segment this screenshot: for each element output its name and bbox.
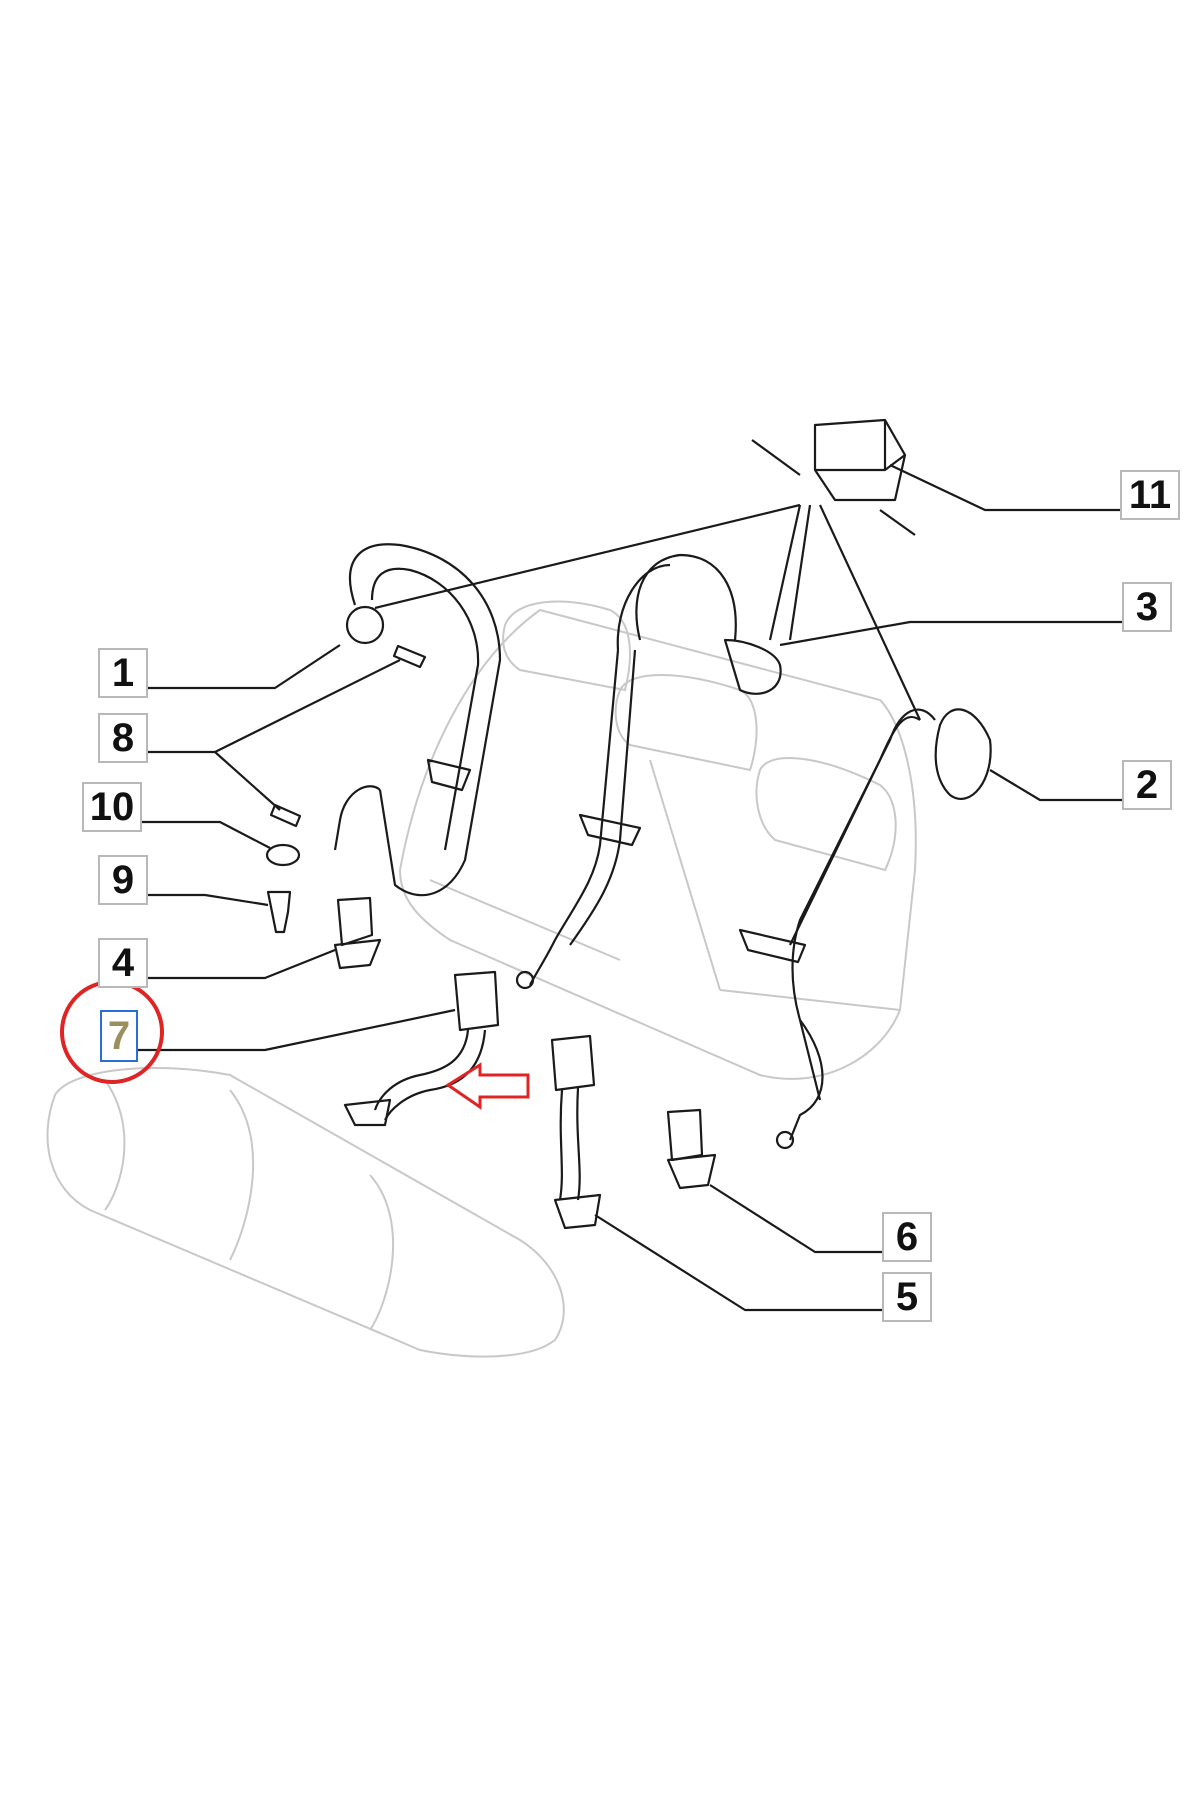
leader-6 (709, 1184, 885, 1254)
leader-1 (135, 644, 341, 690)
callout-1: 1 (98, 648, 148, 698)
callout-5: 5 (882, 1272, 932, 1322)
callout-10: 10 (82, 782, 142, 832)
leader-9 (130, 893, 269, 907)
callout-4: 4 (98, 938, 148, 988)
leader-11 (889, 464, 1125, 512)
callout-8: 8 (98, 713, 148, 763)
parts-linework (130, 418, 1125, 1312)
leader-4 (135, 948, 336, 980)
seat-cushion-sketch (46, 1067, 565, 1358)
callout-9: 9 (98, 855, 148, 905)
callout-11: 11 (1120, 470, 1180, 520)
leader-3 (779, 620, 1125, 647)
highlight-arrow (445, 1062, 530, 1110)
leader-5 (594, 1214, 885, 1312)
leader-8 (130, 659, 401, 754)
callout-3: 3 (1122, 582, 1172, 632)
seat-backrest-sketch (398, 600, 917, 1080)
callout-7: 7 (100, 1010, 138, 1062)
leader-2 (989, 769, 1125, 802)
callout-2: 2 (1122, 760, 1172, 810)
leader-7 (135, 1008, 456, 1052)
leader-10 (130, 820, 271, 849)
callout-6: 6 (882, 1212, 932, 1262)
